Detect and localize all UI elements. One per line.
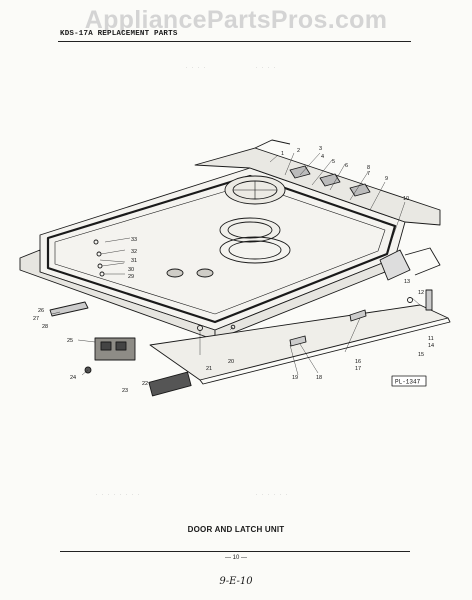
callout-30: 30 — [128, 267, 134, 273]
callout-10: 10 — [403, 196, 409, 202]
scan-noise: · · · · — [185, 65, 207, 71]
callout-22: 22 — [142, 381, 148, 387]
header-rule — [58, 41, 411, 42]
page-header: KDS-17A REPLACEMENT PARTS — [60, 30, 178, 38]
callout-12: 12 — [418, 290, 424, 296]
page-number: — 10 — — [224, 555, 247, 561]
bottom-roller — [289, 335, 307, 347]
callout-9: 9 — [385, 176, 388, 182]
footer-rule — [60, 551, 410, 552]
scan-noise: · · · · · · · · — [95, 492, 141, 498]
callout-18: 18 — [316, 375, 322, 381]
diagram-caption: DOOR AND LATCH UNIT — [187, 525, 285, 534]
screw — [230, 324, 236, 330]
callout-19: 19 — [292, 375, 298, 381]
callout-24: 24 — [70, 375, 76, 381]
callout-23: 23 — [122, 388, 128, 394]
callout-26: 26 — [38, 308, 44, 314]
callout-7: 7 — [367, 171, 370, 177]
callout-14: 14 — [428, 343, 434, 349]
callout-8: 8 — [367, 165, 370, 171]
latch-bracket — [49, 301, 89, 317]
callout-25: 25 — [67, 338, 73, 344]
callout-31: 31 — [131, 258, 137, 264]
callout-16: 16 — [355, 359, 361, 365]
hinge-arm — [379, 249, 411, 281]
callout-15: 15 — [418, 352, 424, 358]
top-bracket — [289, 165, 311, 179]
scan-noise: · · · · — [255, 65, 277, 71]
panel-hole — [196, 268, 214, 278]
callout-6: 6 — [345, 163, 348, 169]
handwritten-note: 9-E-10 — [219, 576, 253, 587]
detergent-cup-lower — [219, 236, 291, 264]
exploded-parts-diagram: 1 2 3 4 5 6 7 8 9 10 11 12 13 14 15 16 1… — [19, 139, 451, 397]
reference-code: PL-1347 — [395, 379, 421, 386]
callout-5: 5 — [332, 159, 335, 165]
callout-17: 17 — [355, 366, 361, 372]
callout-3: 3 — [319, 146, 322, 152]
vent-grille — [148, 371, 192, 397]
callout-2: 2 — [297, 148, 300, 154]
screw — [407, 297, 413, 303]
callout-28: 28 — [42, 324, 48, 330]
callout-13: 13 — [404, 279, 410, 285]
panel-hole — [166, 268, 184, 278]
callout-4: 4 — [321, 154, 324, 160]
callout-27: 27 — [33, 316, 39, 322]
reference-box — [391, 375, 427, 387]
callout-33: 33 — [131, 237, 137, 243]
callout-29: 29 — [128, 274, 134, 280]
watermark: AppliancePartsPros.com — [84, 6, 388, 34]
callout-20: 20 — [228, 359, 234, 365]
callout-32: 32 — [131, 249, 137, 255]
callout-21: 21 — [206, 366, 212, 372]
callout-1: 1 — [281, 151, 284, 157]
screw — [93, 239, 99, 245]
scan-noise: · · · · · · — [255, 492, 289, 498]
hinge-spring — [425, 289, 433, 311]
callout-11: 11 — [428, 336, 434, 342]
